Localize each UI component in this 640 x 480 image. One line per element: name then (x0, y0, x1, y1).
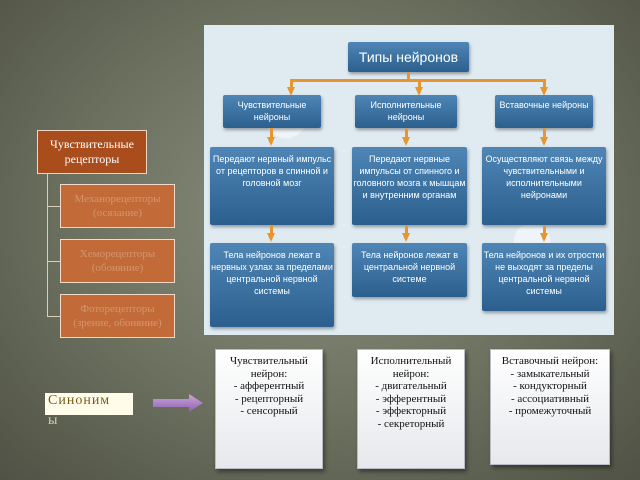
arrow-icon (540, 87, 548, 96)
receptors-title: Чувствительные рецепторы (37, 130, 147, 174)
synonyms-label: Синоним ы (45, 393, 133, 428)
synonym-item: - эффекторный (375, 405, 447, 417)
synonyms-label-text: Синоним (48, 393, 111, 408)
synonym-item: - сенсорный (240, 405, 298, 417)
synonym-item: - рецепторный (234, 392, 304, 405)
synonym-box-executive: Исполнительный нейрон: - двигательный - … (357, 349, 465, 469)
right-arrow-icon (153, 394, 203, 412)
hierarchy-connector (47, 174, 48, 316)
synonym-box-title: Вставочный нейрон: (501, 355, 599, 367)
arrow-icon (267, 233, 275, 242)
neuron-types-diagram: Типы нейронов Чувствительные нейроны Исп… (204, 25, 614, 335)
connector (405, 128, 408, 139)
location-box: Тела нейронов и их отростки не выходят з… (482, 243, 606, 311)
function-box: Осуществляют связь между чувствительными… (482, 147, 606, 225)
synonym-item: - замыкательный (510, 367, 590, 380)
location-box: Тела нейронов лежат в центральной нервно… (352, 243, 467, 297)
arrow-icon (402, 233, 410, 242)
synonym-box-title: Исполнительный нейрон: (370, 355, 452, 380)
connector (543, 79, 546, 89)
hierarchy-branch (47, 206, 62, 207)
connector (418, 79, 421, 89)
synonym-item: - секреторный (377, 417, 445, 430)
connector (270, 225, 273, 235)
receptor-item: Фоторецепторы (зрение, обоняние) (60, 294, 175, 338)
connector (407, 72, 410, 81)
synonym-item: - эфферентный (375, 392, 447, 405)
arrow-icon (415, 87, 423, 96)
connector (290, 79, 293, 89)
arrow-icon (287, 87, 295, 96)
arrow-icon (267, 137, 275, 146)
synonym-box-intercalary: Вставочный нейрон: - замыкательный - кон… (490, 349, 610, 465)
hierarchy-branch (47, 261, 62, 262)
function-box: Передают нервный импульс от рецепторов в… (210, 147, 334, 225)
function-box: Передают нервные импульсы от спинного и … (352, 147, 467, 225)
receptor-item: Механорецепторы (осязание) (60, 184, 175, 228)
column-header: Вставочные нейроны (495, 95, 593, 128)
column-header: Чувствительные нейроны (223, 95, 321, 128)
column-header: Исполнительные нейроны (355, 95, 457, 128)
arrow-icon (540, 137, 548, 146)
synonyms-label-wrap: ы (48, 413, 59, 428)
connector (543, 225, 546, 235)
connector (270, 128, 273, 139)
synonym-item: - промежуточный (508, 405, 592, 417)
arrow-icon (402, 137, 410, 146)
synonym-item: - двигательный (375, 380, 447, 392)
hierarchy-branch (47, 316, 62, 317)
synonym-item: - кондукторный (513, 380, 587, 392)
connector (405, 225, 408, 235)
synonym-box-title: Чувствительный нейрон: (230, 355, 308, 380)
diagram-title: Типы нейронов (348, 42, 469, 72)
synonym-item: - афферентный (233, 380, 305, 392)
synonym-item: - ассоциативный (511, 392, 589, 405)
location-box: Тела нейронов лежат в нервных узлах за п… (210, 243, 334, 327)
arrow-icon (540, 233, 548, 242)
receptor-item: Хеморецепторы (обоняние) (60, 239, 175, 283)
synonym-box-sensory: Чувствительный нейрон: - афферентный - р… (215, 349, 323, 469)
connector (543, 128, 546, 139)
